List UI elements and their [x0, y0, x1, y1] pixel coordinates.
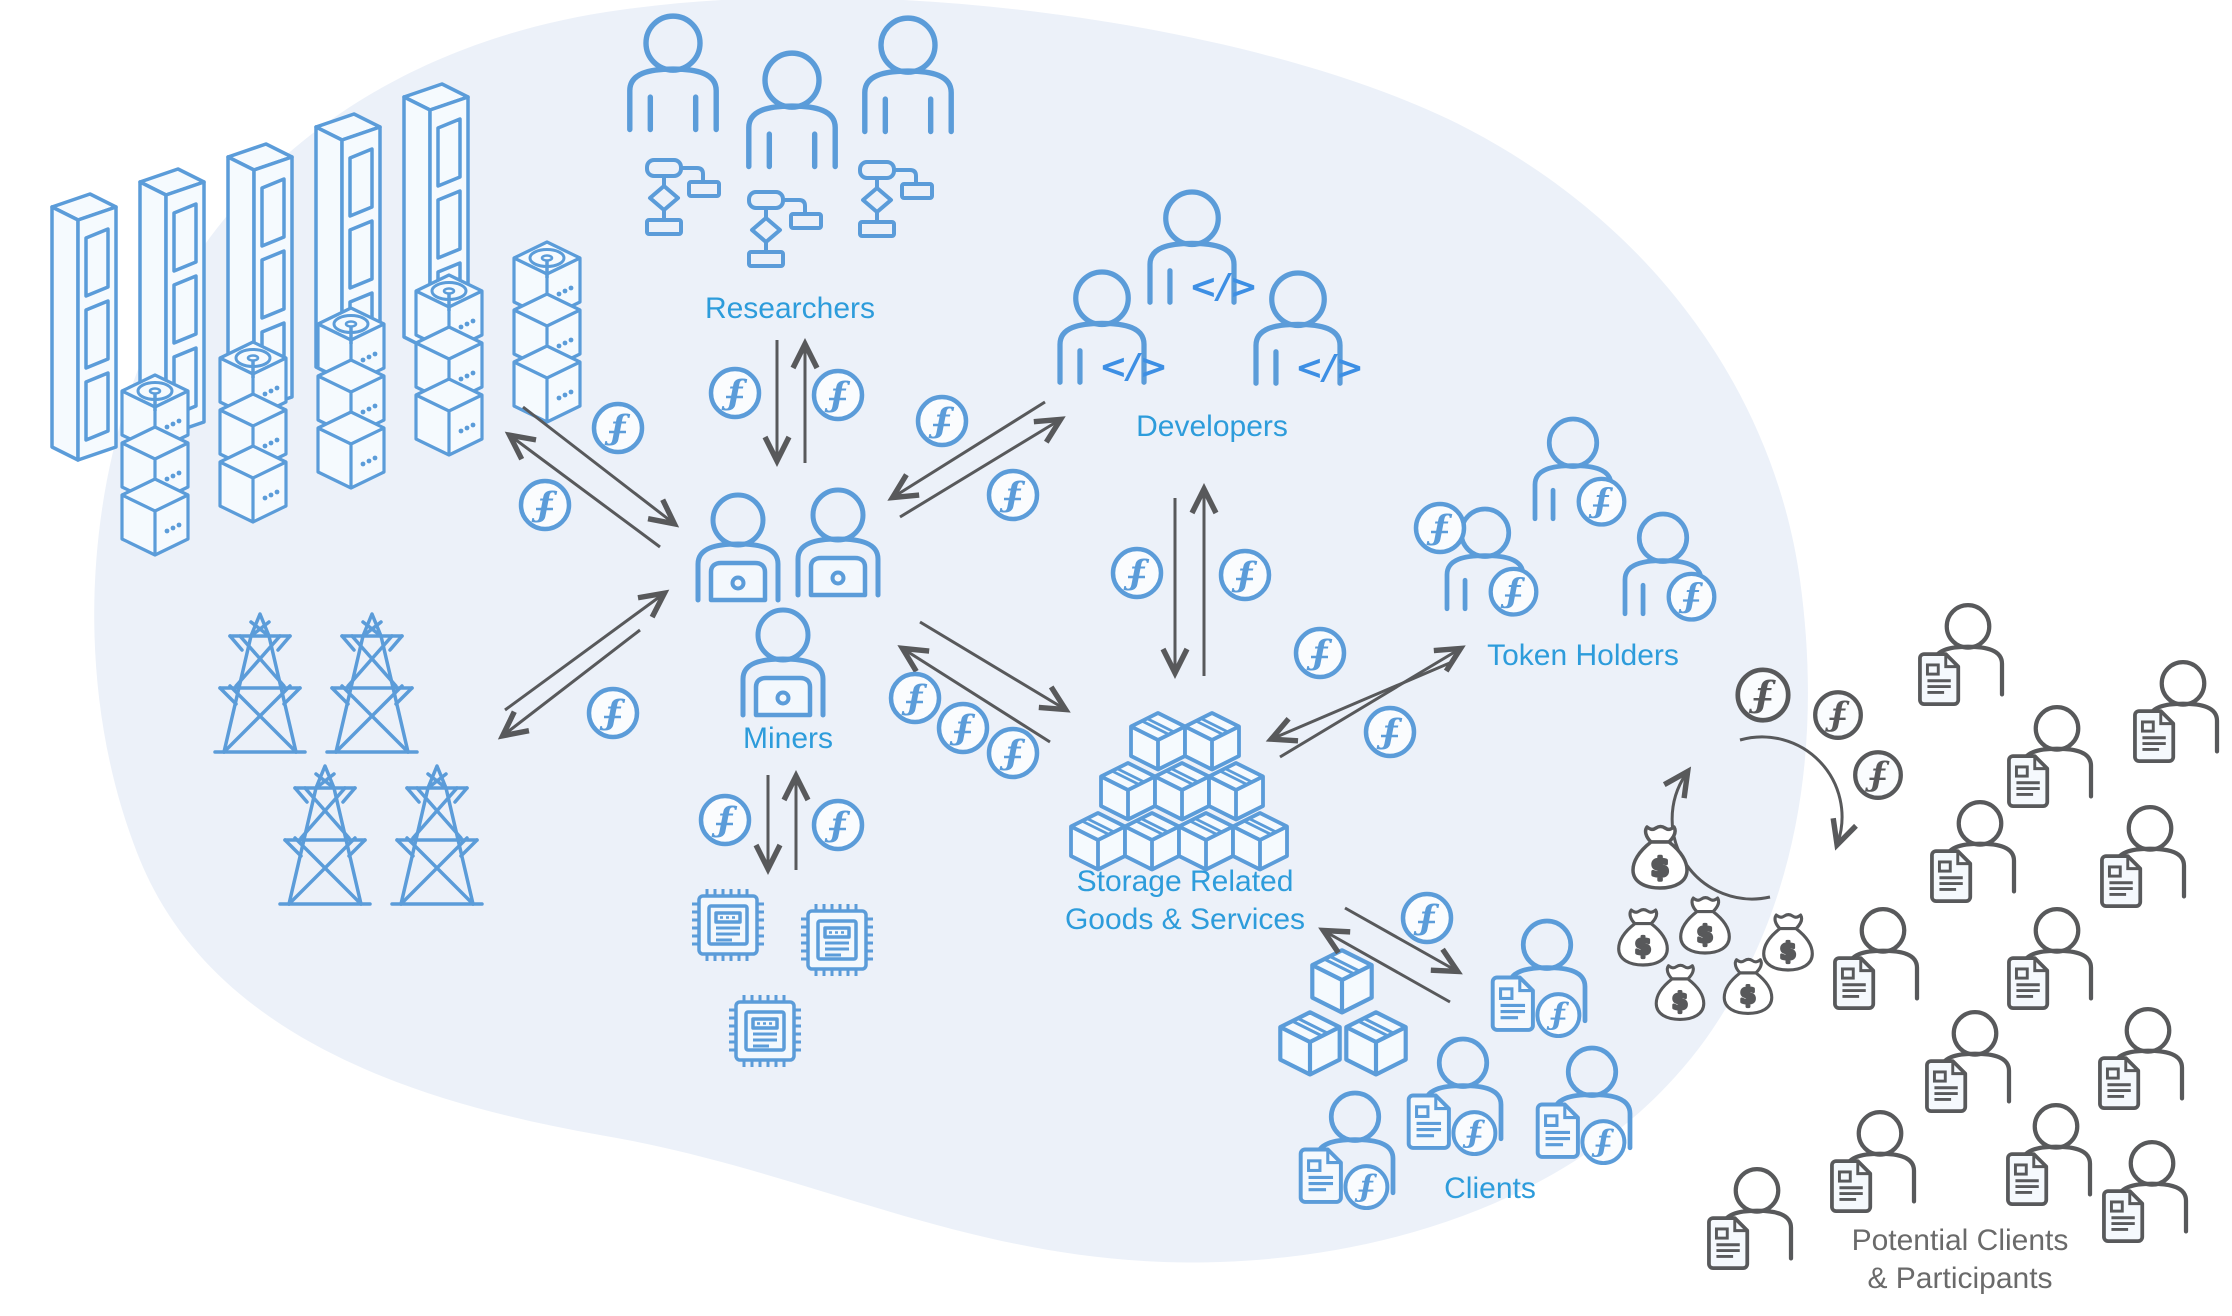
potential-clients-label-line2: & Participants — [1867, 1262, 2052, 1295]
filecoin-coin-icon — [814, 371, 862, 419]
potential-client-person-icon — [1835, 909, 1917, 1008]
potential-clients-group: Potential Clients & Participants — [1709, 605, 2217, 1295]
filecoin-coin-icon — [1366, 708, 1414, 756]
arrow-clients-to-storage — [1318, 927, 1451, 1004]
potential-client-person-icon — [2100, 1009, 2182, 1108]
filecoin-coin-icon — [939, 704, 987, 752]
potential-client-person-icon — [1832, 1112, 1914, 1211]
drive-stack-icon — [318, 308, 384, 488]
filecoin-coin-icon — [701, 796, 749, 844]
drive-stack-icon — [122, 375, 188, 555]
filecoin-coin-icon — [1403, 894, 1451, 942]
filecoin-coin-icon — [1416, 504, 1464, 552]
chip-icon — [727, 993, 803, 1069]
cube-icon — [1183, 711, 1241, 772]
cube-icon — [1231, 811, 1289, 872]
potential-client-person-icon — [2008, 1105, 2090, 1204]
drive-stack-icon — [220, 342, 286, 522]
arrow-token-holders-to-storage — [1265, 660, 1453, 744]
cube-icon — [1069, 811, 1127, 872]
potential-client-person-icon — [1927, 1012, 2009, 1111]
cube-icon — [1312, 950, 1371, 1012]
storage-goods-label-line1: Storage Related — [1077, 865, 1294, 898]
arrow-miners-to-racks — [504, 431, 661, 549]
chip-icon — [690, 887, 766, 963]
potential-client-person-icon — [1932, 802, 2014, 901]
filecoin-coin-icon — [814, 801, 862, 849]
drive-stack-icon — [416, 275, 482, 455]
storage-goods-group: Storage Related Goods & Services — [1065, 711, 1305, 936]
server-rack-icon — [50, 192, 118, 462]
money-bag-icon — [1762, 913, 1814, 972]
filecoin-coin-icon — [589, 689, 637, 737]
clients-group: Clients — [1301, 921, 1630, 1208]
filecoin-coin-gray-icon — [1815, 692, 1861, 738]
arrow-miners-to-towers — [497, 628, 641, 740]
developers-group: Developers — [1060, 192, 1364, 443]
filecoin-coin-gray-icon — [1855, 752, 1901, 798]
filecoin-coin-icon — [989, 729, 1037, 777]
edges-group — [497, 337, 1466, 1004]
arrow-developers-to-miners — [887, 400, 1046, 501]
filecoin-coin-icon — [1221, 551, 1269, 599]
arrow-racks-to-miners — [522, 405, 680, 528]
arrow-storage-to-token-holders — [1279, 645, 1466, 759]
filecoin-coin-icon — [918, 397, 966, 445]
filecoin-coin-icon — [711, 369, 759, 417]
researchers-group: Researchers — [630, 16, 951, 325]
chip-icon — [799, 902, 875, 978]
filecoin-coin-icon — [989, 471, 1037, 519]
potential-clients-label-line1: Potential Clients — [1852, 1224, 2069, 1257]
potential-client-person-icon — [2009, 909, 2091, 1008]
potential-client-person-icon — [1920, 605, 2002, 704]
cube-icon — [1123, 811, 1181, 872]
cube-icon — [1280, 1012, 1339, 1074]
potential-client-person-icon — [2009, 707, 2091, 806]
filecoin-coin-icon — [1113, 549, 1161, 597]
miners-group: Miners — [698, 490, 878, 755]
arrow-storage-to-clients — [1344, 906, 1463, 975]
cube-icon — [1099, 761, 1157, 822]
arrow-miners-to-developers — [899, 416, 1066, 519]
potential-client-person-icon — [2104, 1142, 2186, 1241]
potential-client-person-icon — [1709, 1169, 1791, 1268]
storage-goods-label-line2: Goods & Services — [1065, 903, 1305, 936]
token-holders-group: Token Holders — [1447, 419, 1714, 672]
developers-label: Developers — [1136, 410, 1288, 443]
filecoin-coin-icon — [521, 481, 569, 529]
researchers-label: Researchers — [705, 292, 875, 325]
token-holders-label: Token Holders — [1487, 639, 1679, 672]
filecoin-coin-icon — [891, 674, 939, 722]
filecoin-coin-icon — [594, 404, 642, 452]
potential-client-person-icon — [2135, 662, 2217, 761]
drive-stack-icon — [514, 242, 580, 422]
filecoin-coin-icon — [1296, 629, 1344, 677]
arrow-miners-to-storage — [919, 620, 1071, 713]
cube-icon — [1177, 811, 1235, 872]
filecoin-coin-gray-icon — [1738, 670, 1788, 720]
cube-icon — [1153, 761, 1211, 822]
arrow-storage-to-miners — [897, 645, 1051, 744]
miners-label: Miners — [743, 722, 833, 755]
potential-client-person-icon — [2102, 807, 2184, 906]
cube-icon — [1129, 711, 1187, 772]
clients-label: Clients — [1444, 1172, 1536, 1205]
cube-icon — [1346, 1012, 1405, 1074]
cube-icon — [1207, 761, 1265, 822]
cycle-arrow-right — [1739, 735, 1858, 851]
arrow-towers-to-miners — [504, 589, 670, 712]
exchange-cycle-group — [1617, 670, 1901, 1021]
